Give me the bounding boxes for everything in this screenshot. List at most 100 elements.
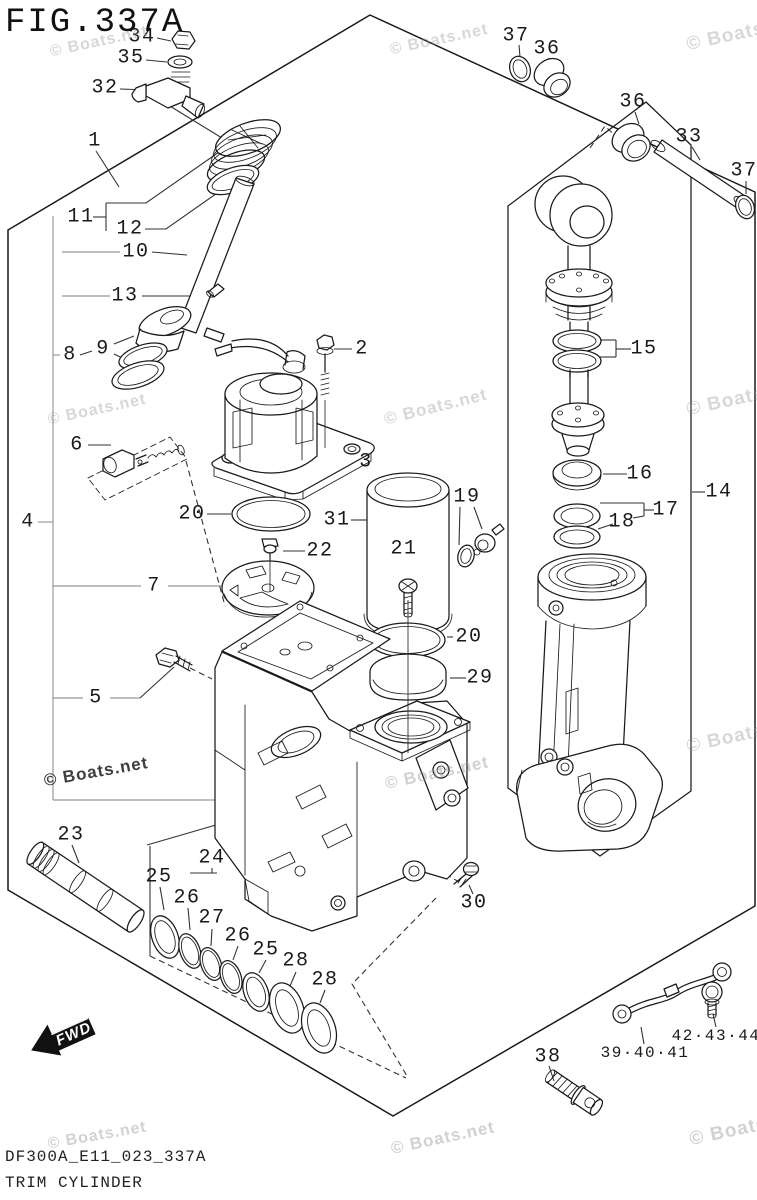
leader-line	[548, 1065, 555, 1082]
bolt-38	[544, 1069, 604, 1116]
leader-line	[113, 335, 135, 345]
callout-21: 21	[390, 538, 417, 561]
callout-1: 1	[88, 130, 102, 153]
callout-16: 16	[626, 463, 653, 486]
washer-28-b	[300, 1002, 338, 1054]
callout-11: 11	[67, 206, 94, 229]
callout-37: 37	[502, 25, 529, 48]
trim-rod-assembly	[534, 175, 613, 378]
seal-ring-25-b	[242, 972, 270, 1012]
leader-line	[632, 515, 645, 519]
washer-35	[167, 55, 193, 69]
seal-ring-25-a	[150, 915, 180, 959]
valve-kit-6	[102, 444, 185, 478]
leader-line	[145, 59, 168, 63]
callout-25: 25	[145, 866, 172, 889]
leader-line	[640, 1026, 645, 1045]
outer-border	[7, 14, 756, 1117]
shaft-23	[26, 841, 145, 933]
snap-ring-37-left	[508, 55, 532, 83]
leader-line	[232, 945, 239, 961]
bushing-36-left	[533, 57, 571, 98]
callout-13: 13	[111, 285, 138, 308]
callout-38: 38	[534, 1046, 561, 1069]
callout-2: 2	[355, 338, 369, 361]
fitting-5	[155, 647, 193, 672]
callout-35: 35	[117, 47, 144, 70]
callout-18: 18	[608, 511, 635, 534]
callout-15: 15	[630, 338, 657, 361]
callout-3: 3	[359, 451, 373, 474]
callout-9: 9	[96, 338, 110, 361]
ring-17	[553, 503, 601, 529]
callout-42·43·44: 42·43·44	[672, 1027, 757, 1045]
screw-42-43-44	[701, 981, 723, 1019]
watermark: © Boats.net	[42, 753, 149, 790]
bolt-30	[453, 861, 480, 888]
callout-36: 36	[533, 38, 560, 61]
leader-line	[289, 971, 297, 987]
leader-line	[634, 111, 640, 125]
filter-plate-7	[221, 560, 315, 618]
leader-line	[518, 44, 521, 58]
callout-34: 34	[128, 26, 155, 49]
callout-20: 20	[178, 503, 205, 526]
leader-line	[79, 350, 93, 356]
watermark: © Boats.net	[382, 385, 489, 429]
bushing-36-right	[611, 122, 651, 162]
fwd-label: FWD	[53, 1019, 94, 1050]
leader-line	[71, 844, 80, 864]
screw-21	[398, 578, 418, 618]
callout-26: 26	[173, 887, 200, 910]
figure-name: TRIM CYLINDER	[5, 1174, 143, 1192]
leader-line	[258, 959, 267, 974]
callout-37: 37	[730, 160, 757, 183]
seal-ring-26-b	[219, 960, 243, 994]
watermark: © Boats.net	[388, 21, 489, 58]
callout-26: 26	[224, 925, 251, 948]
watermark: © Boats.net	[688, 1105, 757, 1150]
callout-4: 4	[21, 511, 35, 534]
washer-28-a	[268, 982, 306, 1034]
bolt-2	[316, 334, 335, 396]
o-ring-8	[111, 360, 165, 390]
callout-39·40·41: 39·40·41	[601, 1044, 690, 1062]
leader-line	[597, 523, 614, 530]
callout-22: 22	[306, 540, 333, 563]
figure-title: FIG.337A	[5, 4, 185, 42]
leader-line	[473, 506, 483, 530]
leader-line	[458, 506, 461, 546]
seal-16	[552, 459, 602, 491]
o-ring-18	[553, 525, 601, 549]
drawing-code: DF300A_E11_023_337A	[5, 1148, 207, 1166]
manifold-body	[214, 600, 471, 932]
callout-28: 28	[282, 950, 309, 973]
callout-29: 29	[466, 667, 493, 690]
callout-12: 12	[116, 218, 143, 241]
watermark: © Boats.net	[389, 1117, 496, 1158]
leader-line	[210, 928, 213, 947]
callout-24: 24	[198, 847, 225, 870]
leader-line	[712, 1013, 717, 1028]
callout-5: 5	[89, 687, 103, 710]
callout-27: 27	[198, 907, 225, 930]
callout-31: 31	[323, 509, 350, 532]
valve-22	[261, 538, 279, 566]
pump-motor-3	[203, 327, 318, 474]
callout-14: 14	[705, 481, 732, 504]
trim-cylinder-14	[516, 553, 664, 852]
callout-7: 7	[147, 575, 161, 598]
callout-33: 33	[675, 126, 702, 149]
axis-lines	[269, 400, 409, 753]
o-ring-15-upper	[552, 329, 602, 353]
callout-28: 28	[311, 969, 338, 992]
nut-34	[171, 30, 196, 50]
leader-line	[185, 460, 226, 607]
plug-32	[131, 71, 206, 119]
callout-6: 6	[70, 434, 84, 457]
leader-line	[156, 37, 172, 42]
watermark: © Boats.net	[685, 375, 757, 420]
piston-rod-10	[177, 175, 255, 334]
